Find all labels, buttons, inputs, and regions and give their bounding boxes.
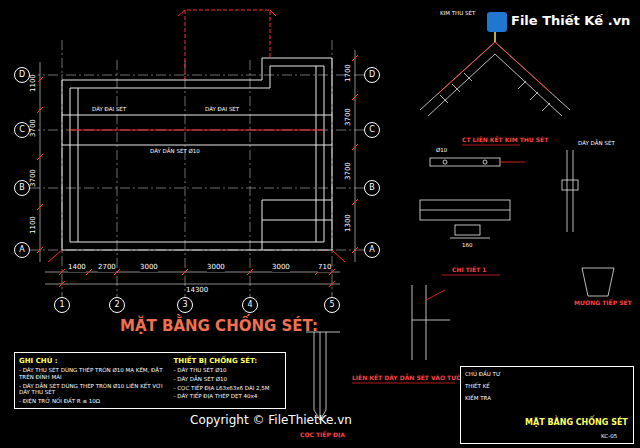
grid-bubble: 5 [324,297,340,313]
drawing-label: File Thiết Kế .vn [511,14,630,28]
grid-label: D [369,71,375,79]
title-cell: KIỂM TRA [465,395,491,401]
grid-label: C [19,126,25,134]
drawing-label: DÂY ĐAI SÉT [92,106,126,112]
grid-label: 1 [59,301,64,309]
drawing-label: MẶT BẰNG CHỐNG SÉT: [120,318,318,335]
drawing-label: 1300 [345,214,353,232]
drawing-label: 3000 [140,264,158,272]
drawing-label: 3700 [345,162,353,180]
drawing-label: 3700 [345,108,353,126]
grid-label: C [369,126,375,134]
note-text: - CỌC TIẾP ĐỊA L63x63x6 DÀI 2,5M [174,385,281,392]
drawing-label: 1100 [30,74,38,92]
drawing-label: 1700 [345,64,353,82]
grid-bubble: 4 [242,297,258,313]
title-cell: THIẾT KẾ [465,383,490,389]
grid-bubble: D [364,67,380,83]
grid-label: 4 [247,301,252,309]
drawing-label: DÂY ĐAI SÉT [205,106,239,112]
drawing-label: 1100 [30,216,38,234]
grid-bubble: C [364,122,380,138]
notes-column: GHI CHÚ : - DÂY THU SÉT DÙNG THÉP TRÒN Ø1… [19,357,166,404]
drawing-label: 3700 [30,169,38,187]
notes-box: GHI CHÚ : - DÂY THU SÉT DÙNG THÉP TRÒN Ø1… [14,352,286,409]
drawing-label: CỌC TIẾP ĐỊA [300,432,345,439]
grid-bubble: B [364,180,380,196]
grid-label: 3 [182,301,187,309]
grid-bubble: A [14,242,30,258]
grid-label: D [19,71,25,79]
drawing-label: DÂY DẪN SÉT [578,140,615,146]
grid-label: B [19,184,25,192]
title-cell: KC-05 [601,433,617,439]
grid-label: A [369,246,374,254]
grid-label: B [369,184,375,192]
drawing-label: CHI TIẾT 1 [452,267,487,274]
drawing-label: KIM THU SÉT [440,10,475,16]
drawing-label: 1400 [68,264,86,272]
note-text: - ĐIỆN TRỞ NỐI ĐẤT R ≤ 10Ω [19,398,166,405]
grid-label: 5 [329,301,334,309]
grid-bubble: 3 [177,297,193,313]
drawing-label: DÂY DẪN SÉT Ø10 [150,148,200,154]
drawing-label: 3000 [207,264,225,272]
drawing-label: MƯƠNG TIẾP SÉT [574,300,632,307]
note-text: GHI CHÚ : [19,357,166,365]
grid-bubble: 2 [109,297,125,313]
drawing-label: 14300 [186,287,208,295]
note-text: - DÂY THU SÉT Ø10 [174,367,281,374]
note-text: - DÂY THU SÉT DÙNG THÉP TRÒN Ø10 MẠ KẼM,… [19,367,166,380]
drawing-label: Copyright © FileThietKe.vn [190,414,352,427]
drawing-label: 2700 [98,264,116,272]
drawing-label: CT LIÊN KẾT KIM THU SÉT [462,137,548,144]
note-text: THIẾT BỊ CHỐNG SÉT: [174,357,281,365]
note-text: - DÂY TIẾP ĐỊA THÉP DẸT 40x4 [174,393,281,400]
drawing-label: Ø10 [436,147,447,153]
drawing-label: 3000 [272,264,290,272]
grid-bubble: 1 [54,297,70,313]
note-text: - DÂY DẪN SÉT Ø10 [174,376,281,383]
notes-column: THIẾT BỊ CHỐNG SÉT: - DÂY THU SÉT Ø10 - DÂ… [174,357,281,404]
drawing-label: LIÊN KẾT DÂY DẪN SÉT VÀO TƯỜNG [352,375,471,382]
note-text: - DÂY DẪN SÉT DÙNG THÉP TRÒN Ø10 LIÊN KẾ… [19,383,166,396]
grid-bubble: D [14,67,30,83]
logo-mark [487,12,507,32]
title-cell: MẶT BẰNG CHỐNG SÉT [525,419,628,428]
title-cell: CHỦ ĐẦU TƯ [465,371,501,377]
drawing-label: 160 [462,242,473,248]
title-block: CHỦ ĐẦU TƯ THIẾT KẾ KIỂM TRA MẶT BẰNG CHỐNG… [460,366,634,444]
grid-bubble: C [14,122,30,138]
grid-label: A [19,246,24,254]
grid-bubble: A [364,242,380,258]
drawing-label: 3700 [30,119,38,137]
drawing-label: 710 [318,264,331,272]
grid-bubble: B [14,180,30,196]
grid-label: 2 [114,301,119,309]
